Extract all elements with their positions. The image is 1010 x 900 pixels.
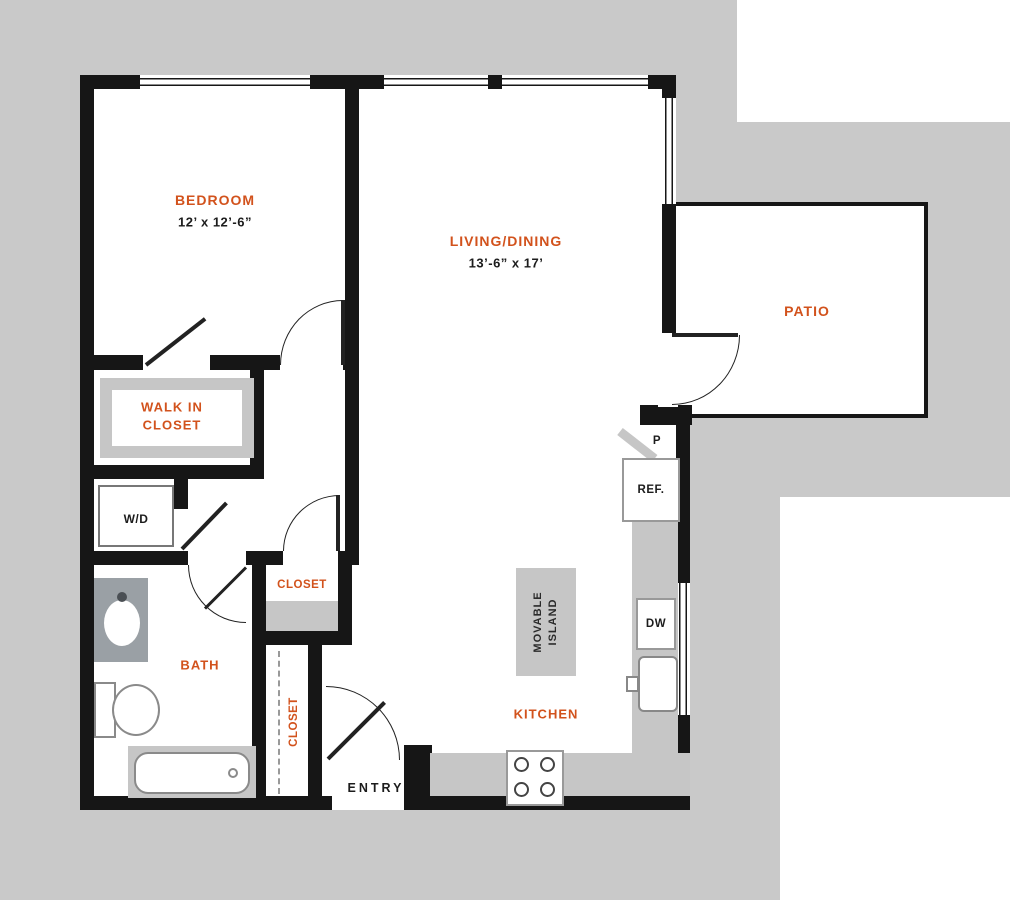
wall-walkin-closet-bottom [80, 465, 264, 479]
closet-rod [278, 651, 280, 794]
wall [640, 405, 692, 425]
entry-label: ENTRY [347, 781, 405, 795]
wall [246, 551, 283, 565]
wall [80, 75, 94, 810]
patio-label: PATIO [784, 303, 830, 319]
toilet [112, 684, 160, 736]
living-dining-dims: 13’-6” x 17’ [468, 255, 544, 271]
bedroom-dims: 12’ x 12’-6” [178, 214, 252, 230]
living-dining-label: LIVING/DINING [449, 233, 563, 249]
movable-island [516, 568, 576, 676]
wall [343, 355, 359, 370]
wall-hall-closet-right [308, 645, 322, 796]
dishwasher [636, 598, 676, 650]
wall [80, 355, 143, 370]
kitchen-label: KITCHEN [513, 706, 579, 722]
bath-sink [104, 600, 140, 646]
window [502, 75, 648, 89]
refrigerator [622, 458, 680, 522]
kitchen-sink [638, 656, 678, 712]
walkin-closet-label-1: WALK IN [141, 399, 203, 415]
wall-bath-top [80, 551, 188, 565]
wall [210, 355, 280, 370]
closet-label: CLOSET [277, 579, 327, 591]
hall-closet-label: CLOSET [288, 697, 300, 747]
background-cutout-top-right [737, 0, 1010, 122]
pantry-label: P [652, 435, 662, 447]
door-leaf-patio [672, 333, 738, 337]
burner-icon [540, 782, 555, 797]
window [140, 75, 310, 89]
wall [80, 796, 332, 810]
sink-faucet [626, 676, 639, 692]
closet-shelf [266, 601, 338, 631]
dw-label: DW [645, 618, 667, 630]
window [384, 75, 488, 89]
bathtub-drain [228, 768, 238, 778]
wall-bath-right [252, 565, 266, 796]
burner-icon [514, 782, 529, 797]
burner-icon [540, 757, 555, 772]
ref-label: REF. [637, 484, 665, 496]
door-leaf-closet [336, 495, 340, 551]
movable-island-label-1: MOVABLE [532, 591, 545, 653]
movable-island-label-2: ISLAND [547, 598, 559, 646]
wall-closet-right [338, 551, 352, 645]
window [662, 98, 676, 204]
wall-closet-bottom [252, 631, 352, 645]
burner-icon [514, 757, 529, 772]
closet-shelving [100, 378, 254, 458]
wall [404, 745, 432, 810]
bedroom-label: BEDROOM [174, 192, 256, 208]
wall-wd-stub [174, 479, 188, 509]
background-cutout-bottom-right [780, 497, 1010, 900]
bath-label: BATH [180, 657, 220, 673]
washer-dryer [98, 485, 174, 547]
walkin-closet-label-2: CLOSET [142, 417, 202, 433]
window [676, 583, 690, 715]
door-leaf-bedroom [341, 300, 345, 365]
faucet [117, 592, 127, 602]
stove [506, 750, 564, 806]
wall-bedroom-living [345, 89, 359, 565]
wd-label: W/D [123, 512, 149, 526]
movable-island-label: MOVABLE ISLAND [531, 591, 561, 652]
unit-floor [80, 75, 676, 810]
